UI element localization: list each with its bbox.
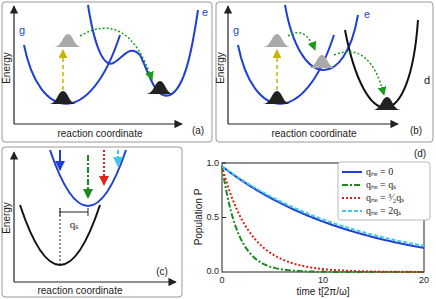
energy-axis (13, 152, 14, 282)
transfer-arrow (80, 28, 152, 80)
legend-text: qₙₑ = ³⁄₂qₛ (366, 193, 404, 203)
axis-label: 20 (419, 276, 429, 285)
panel-frame (2, 147, 182, 297)
excitation-arrow (59, 150, 61, 170)
legend-text: qₙₑ = qₛ (366, 180, 396, 190)
shift-bracket (60, 212, 88, 213)
axis-label: reaction coordinate (37, 286, 122, 296)
ground-curve (24, 35, 120, 104)
legend-sample (342, 197, 362, 199)
transfer-arrow (288, 33, 315, 50)
axis-label: Energy (216, 52, 226, 84)
wavepacket (54, 34, 82, 47)
axis-label: (b) (410, 126, 422, 136)
excitation-arrow (276, 50, 278, 90)
axis-label: 10 (318, 276, 328, 285)
axis-label: g (233, 25, 239, 36)
shift-bracket (60, 208, 61, 216)
axis-label: e (364, 9, 370, 20)
coordinate-axis (228, 123, 398, 124)
excited-curve (50, 150, 126, 206)
legend-frame (338, 162, 430, 220)
wavepacket (146, 81, 174, 94)
axis-label: time t[2π/ω] (296, 287, 349, 297)
transfer-arrow (334, 52, 384, 95)
axis-label: Population P (194, 189, 204, 246)
excitation-arrow (117, 150, 119, 166)
minimum-line (60, 208, 61, 265)
dark-curve (345, 20, 418, 108)
axis-label: (c) (156, 267, 168, 277)
energy-axis (13, 6, 14, 124)
excited-curve (88, 5, 198, 96)
coordinate-axis (14, 281, 176, 282)
axis-label: (d) (414, 149, 426, 159)
axis-label: Energy (2, 202, 12, 234)
shift-bracket (88, 208, 89, 216)
axis-label: d (424, 75, 430, 86)
axis-label: Energy (2, 52, 12, 84)
legend-sample (342, 184, 362, 186)
panel-frame (216, 2, 433, 142)
wavepacket (308, 55, 336, 68)
legend-text: qₙₑ = 2qₛ (366, 206, 401, 216)
axis-label: reaction coordinate (57, 129, 142, 139)
excitation-arrow (87, 155, 89, 198)
legend-sample (342, 210, 362, 212)
axis-label: 0.0 (206, 267, 219, 276)
energy-axis (227, 6, 228, 124)
wavepacket (263, 91, 291, 104)
wavepacket (373, 97, 401, 110)
tick-marks (222, 163, 323, 272)
wavepacket (263, 34, 291, 47)
axis-label: 1.0 (206, 159, 219, 168)
axis-label: 0 (219, 276, 224, 285)
legend-sample (342, 171, 362, 173)
axis-label: 0.5 (206, 213, 219, 222)
coordinate-axis (14, 123, 182, 124)
axis-label: g (19, 25, 25, 36)
axis-label: reaction coordinate (271, 129, 356, 139)
axis-label: (a) (192, 126, 204, 136)
axis-label: qₛ (70, 219, 79, 230)
axis-label: e (202, 7, 208, 18)
ground-curve (20, 205, 100, 265)
excitation-arrow (103, 150, 105, 185)
legend-text: qₙₑ = 0 (366, 167, 393, 177)
excitation-arrow (62, 50, 64, 90)
panel-frame (2, 2, 212, 142)
wavepacket (49, 91, 77, 104)
